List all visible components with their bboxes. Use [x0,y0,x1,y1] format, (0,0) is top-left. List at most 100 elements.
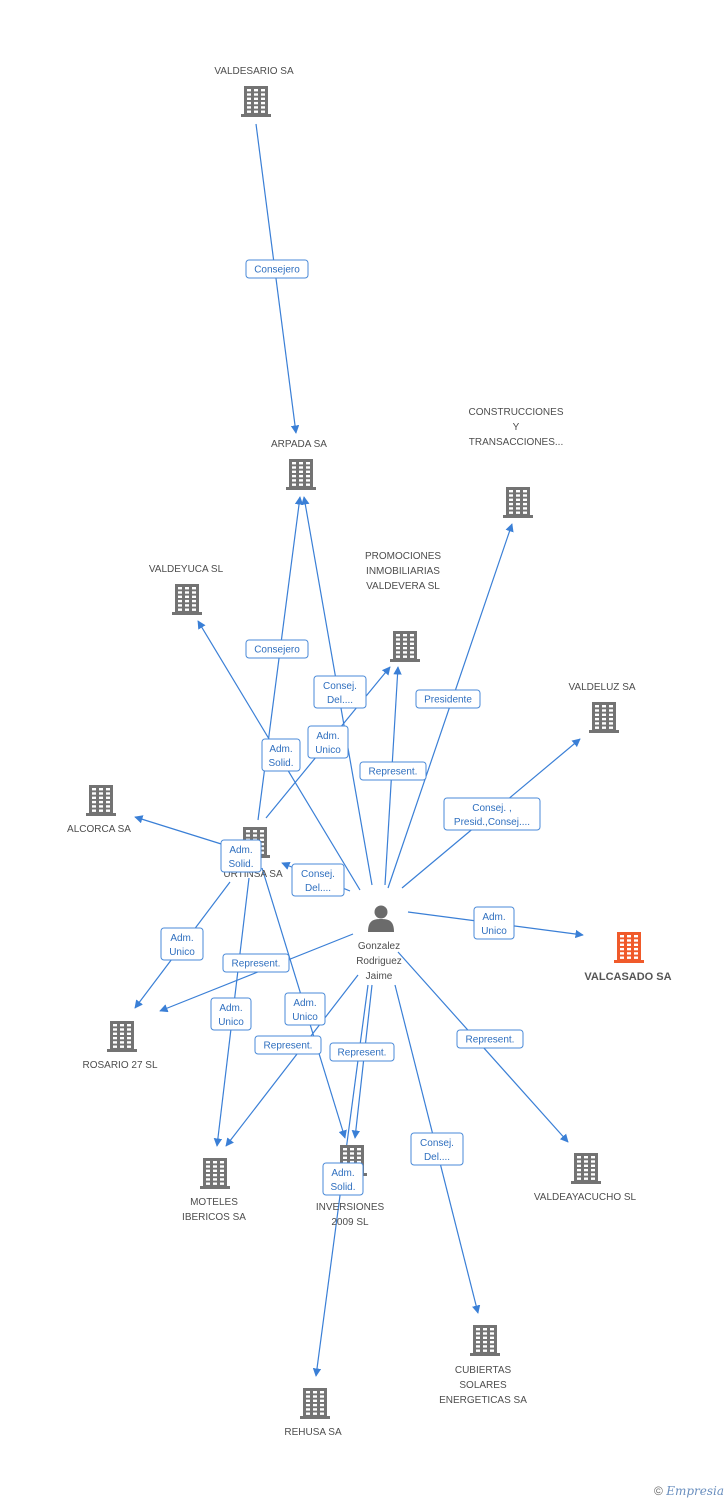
edge-label[interactable]: Represent. [456,1029,524,1049]
node-label-promociones: PROMOCIONES [365,551,441,562]
node-label-valdeayacucho: VALDEAYACUCHO SL [534,1192,637,1203]
edge-label-text: Presidente [424,695,472,706]
edge-label-text: Del.... [327,695,353,706]
edge-label[interactable]: Adm. Unico [210,997,252,1031]
node-label-valdeyuca: VALDEYUCA SL [149,564,224,575]
edge-label[interactable]: Adm. Solid. [220,839,262,873]
edge-label[interactable]: Adm.Unico [473,906,515,940]
edge-person-to-moteles [225,974,359,1147]
edge-label-text: Unico [292,1012,318,1023]
node-rehusa[interactable]: REHUSA SA [284,1388,342,1438]
building-icon [172,584,202,615]
edge-label-text: Adm. [219,1003,242,1014]
edge-label-text: Consej. [420,1138,454,1149]
node-rosario[interactable]: ROSARIO 27 SL [82,1021,158,1071]
edge-label-text: Represent. [338,1048,387,1059]
edge-label[interactable]: Represent. [359,761,427,781]
edge-label[interactable]: Adm.Unico [307,725,349,759]
node-label-valcasado: VALCASADO SA [584,971,671,983]
edge-label-text: Del.... [424,1152,450,1163]
edge-label-text: Consej. [323,681,357,692]
node-cubiertas[interactable]: CUBIERTAS SOLARES ENERGETICAS SA [439,1325,527,1406]
edge-label[interactable]: Consej. , Presid.,Consej.... [443,797,541,831]
node-label-inversiones: INVERSIONES [316,1202,385,1213]
edge-label-text: Unico [169,947,195,958]
edge-label-text: Consej. [301,869,335,880]
edge-line [225,974,359,1147]
edge-label[interactable]: Consejero [245,259,309,279]
edge-label-text: Consejero [254,645,300,656]
edge-label[interactable]: Consejero [245,639,309,659]
edge-label[interactable]: Adm. Unico [160,927,204,961]
edge-label-text: Represent. [466,1035,515,1046]
node-label-valdeluz: VALDELUZ SA [568,682,635,693]
node-label-cubiertas: SOLARES [459,1380,507,1391]
node-valdeayacucho[interactable]: VALDEAYACUCHO SL [534,1153,637,1203]
edge-label-text: Represent. [369,767,418,778]
node-label-cubiertas: ENERGETICAS SA [439,1395,527,1406]
edge-label-text: Del.... [305,883,331,894]
node-label-alcorca: ALCORCA SA [67,824,131,835]
edge-label-text: Adm. [229,845,252,856]
brand-logo[interactable]: Empresia [666,1484,724,1498]
edge-label-text: Presid.,Consej.... [454,817,530,828]
edge-label[interactable]: Consej. Del.... [313,675,367,709]
node-label-construcciones: CONSTRUCCIONES [468,407,563,418]
node-moteles[interactable]: MOTELES IBERICOS SA [182,1158,246,1223]
edge-label-text: Solid. [228,859,253,870]
person-icon [368,905,394,932]
edge-label[interactable]: Represent. [329,1042,395,1062]
edge-label-text: Adm. [293,998,316,1009]
building-icon [571,1153,601,1184]
node-construcciones[interactable]: CONSTRUCCIONESYTRANSACCIONES... [468,407,564,518]
node-arpada[interactable]: ARPADA SA [271,439,327,490]
edge-label-text: Unico [218,1017,244,1028]
edge-label-text: Adm. [170,933,193,944]
node-label-moteles: IBERICOS SA [182,1212,246,1223]
building-icon [614,932,644,963]
node-label-promociones: VALDEVERA SL [366,581,440,592]
edge-label[interactable]: Adm.Solid. [322,1162,364,1196]
node-valcasado[interactable]: VALCASADO SA [584,932,672,983]
edge-label[interactable]: Consej. Del.... [291,863,345,897]
building-icon [107,1021,137,1052]
node-label-construcciones: TRANSACCIONES... [469,437,563,448]
node-label-rosario: ROSARIO 27 SL [82,1060,157,1071]
node-label-cubiertas: CUBIERTAS [455,1365,512,1376]
edge-label-text: Represent. [264,1041,313,1052]
edge-label[interactable]: Represent. [254,1035,322,1055]
building-icon [470,1325,500,1356]
node-valdeyuca[interactable]: VALDEYUCA SL [149,564,224,615]
edge-label[interactable]: Adm.Solid. [261,738,301,772]
building-icon [503,487,533,518]
building-icon [286,459,316,490]
node-label-person: Jaime [366,971,393,982]
edge-label-text: Adm. [269,744,292,755]
building-icon [241,86,271,117]
node-alcorca[interactable]: ALCORCA SA [67,785,131,835]
node-label-promociones: INMOBILIARIAS [366,566,440,577]
edge-label[interactable]: Presidente [415,689,481,709]
node-label-person: Rodriguez [356,956,402,967]
edge-label-text: Consej. , [472,803,511,814]
edge-label-text: Adm. [331,1168,354,1179]
edge-label-text: Unico [481,926,507,937]
edge-label-text: Represent. [232,959,281,970]
footer-copyright: © Empresia [654,1484,724,1498]
node-valdeluz[interactable]: VALDELUZ SA [568,682,636,733]
node-valdesario[interactable]: VALDESARIO SA [214,66,294,117]
node-promociones[interactable]: PROMOCIONES INMOBILIARIAS VALDEVERA SL [365,551,441,662]
edge-label[interactable]: Represent. [222,953,290,973]
edge-label-text: Consejero [254,265,300,276]
node-label-valdesario: VALDESARIO SA [214,66,294,77]
copyright-symbol: © [654,1484,663,1498]
node-label-moteles: MOTELES [190,1197,238,1208]
node-label-arpada: ARPADA SA [271,439,327,450]
edge-label[interactable]: Consej. Del.... [410,1132,464,1166]
building-icon [300,1388,330,1419]
node-label-rehusa: REHUSA SA [284,1427,342,1438]
edge-label[interactable]: Adm. Unico [284,992,326,1026]
node-label-person: Gonzalez [358,941,400,952]
